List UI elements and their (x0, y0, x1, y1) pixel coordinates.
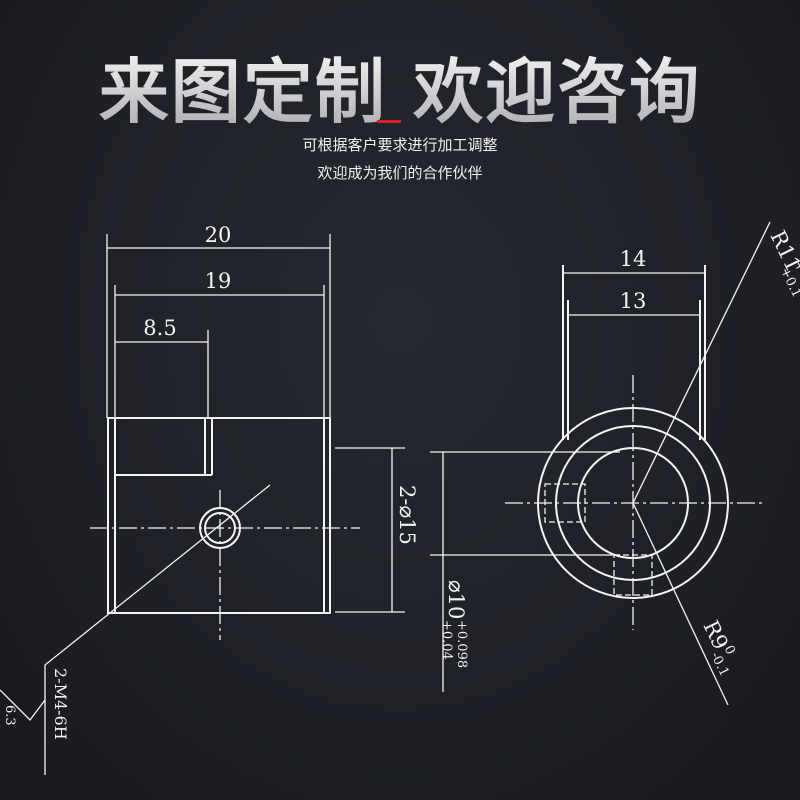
dim-14-label: 14 (620, 247, 647, 271)
thread-label: 2-M4-6H (51, 668, 70, 740)
subtitle-line-1: 可根据客户要求进行加工调整 (302, 136, 498, 154)
page-title: 来图定制 欢迎咨询 (0, 36, 800, 137)
subtitle-line-2: 欢迎成为我们的合作伙伴 (317, 164, 483, 182)
dim-8-5-label: 8.5 (143, 316, 176, 340)
body-outline (107, 417, 331, 614)
side-view: 14 13 R11 +0.2 +0.1 R9 0 -0.1 ⌀10 +0.098… (430, 221, 800, 706)
dim-13-label: 13 (620, 289, 647, 313)
d10-upper-tol: +0.098 (454, 620, 469, 668)
dim-19-label: 19 (205, 269, 232, 293)
dim-2-d15-label: 2-⌀15 (395, 485, 419, 545)
front-view: 20 19 8.5 2-⌀15 2-M4-6H 6.3 (0, 223, 419, 775)
d10-label: ⌀10 (444, 580, 468, 619)
dim-20-label: 20 (205, 223, 232, 247)
roughness-label: 6.3 (2, 705, 17, 726)
accent-divider (377, 120, 401, 123)
d10-lower-tol: +0.04 (439, 620, 454, 660)
